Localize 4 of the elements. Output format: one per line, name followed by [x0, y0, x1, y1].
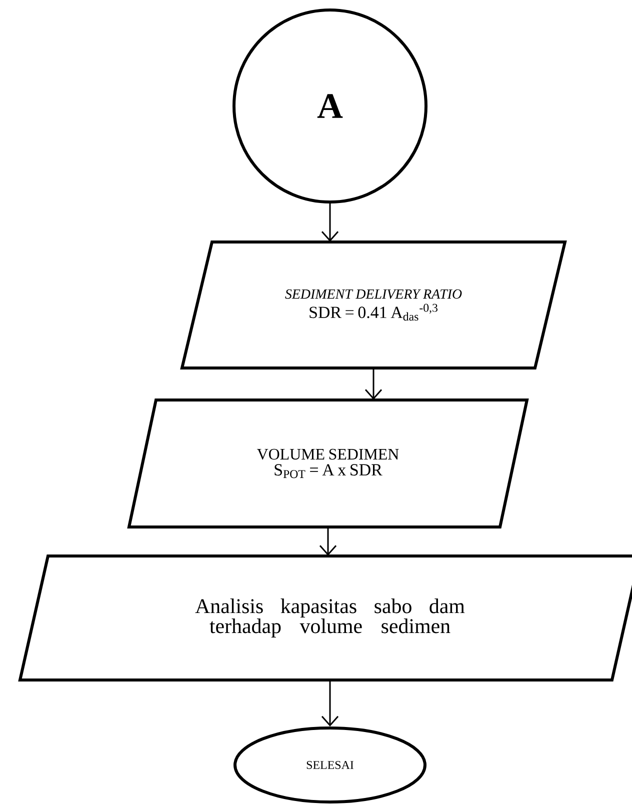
arrow	[321, 680, 339, 726]
arrow	[321, 204, 339, 242]
arrow	[364, 368, 382, 400]
arrow	[319, 527, 337, 556]
